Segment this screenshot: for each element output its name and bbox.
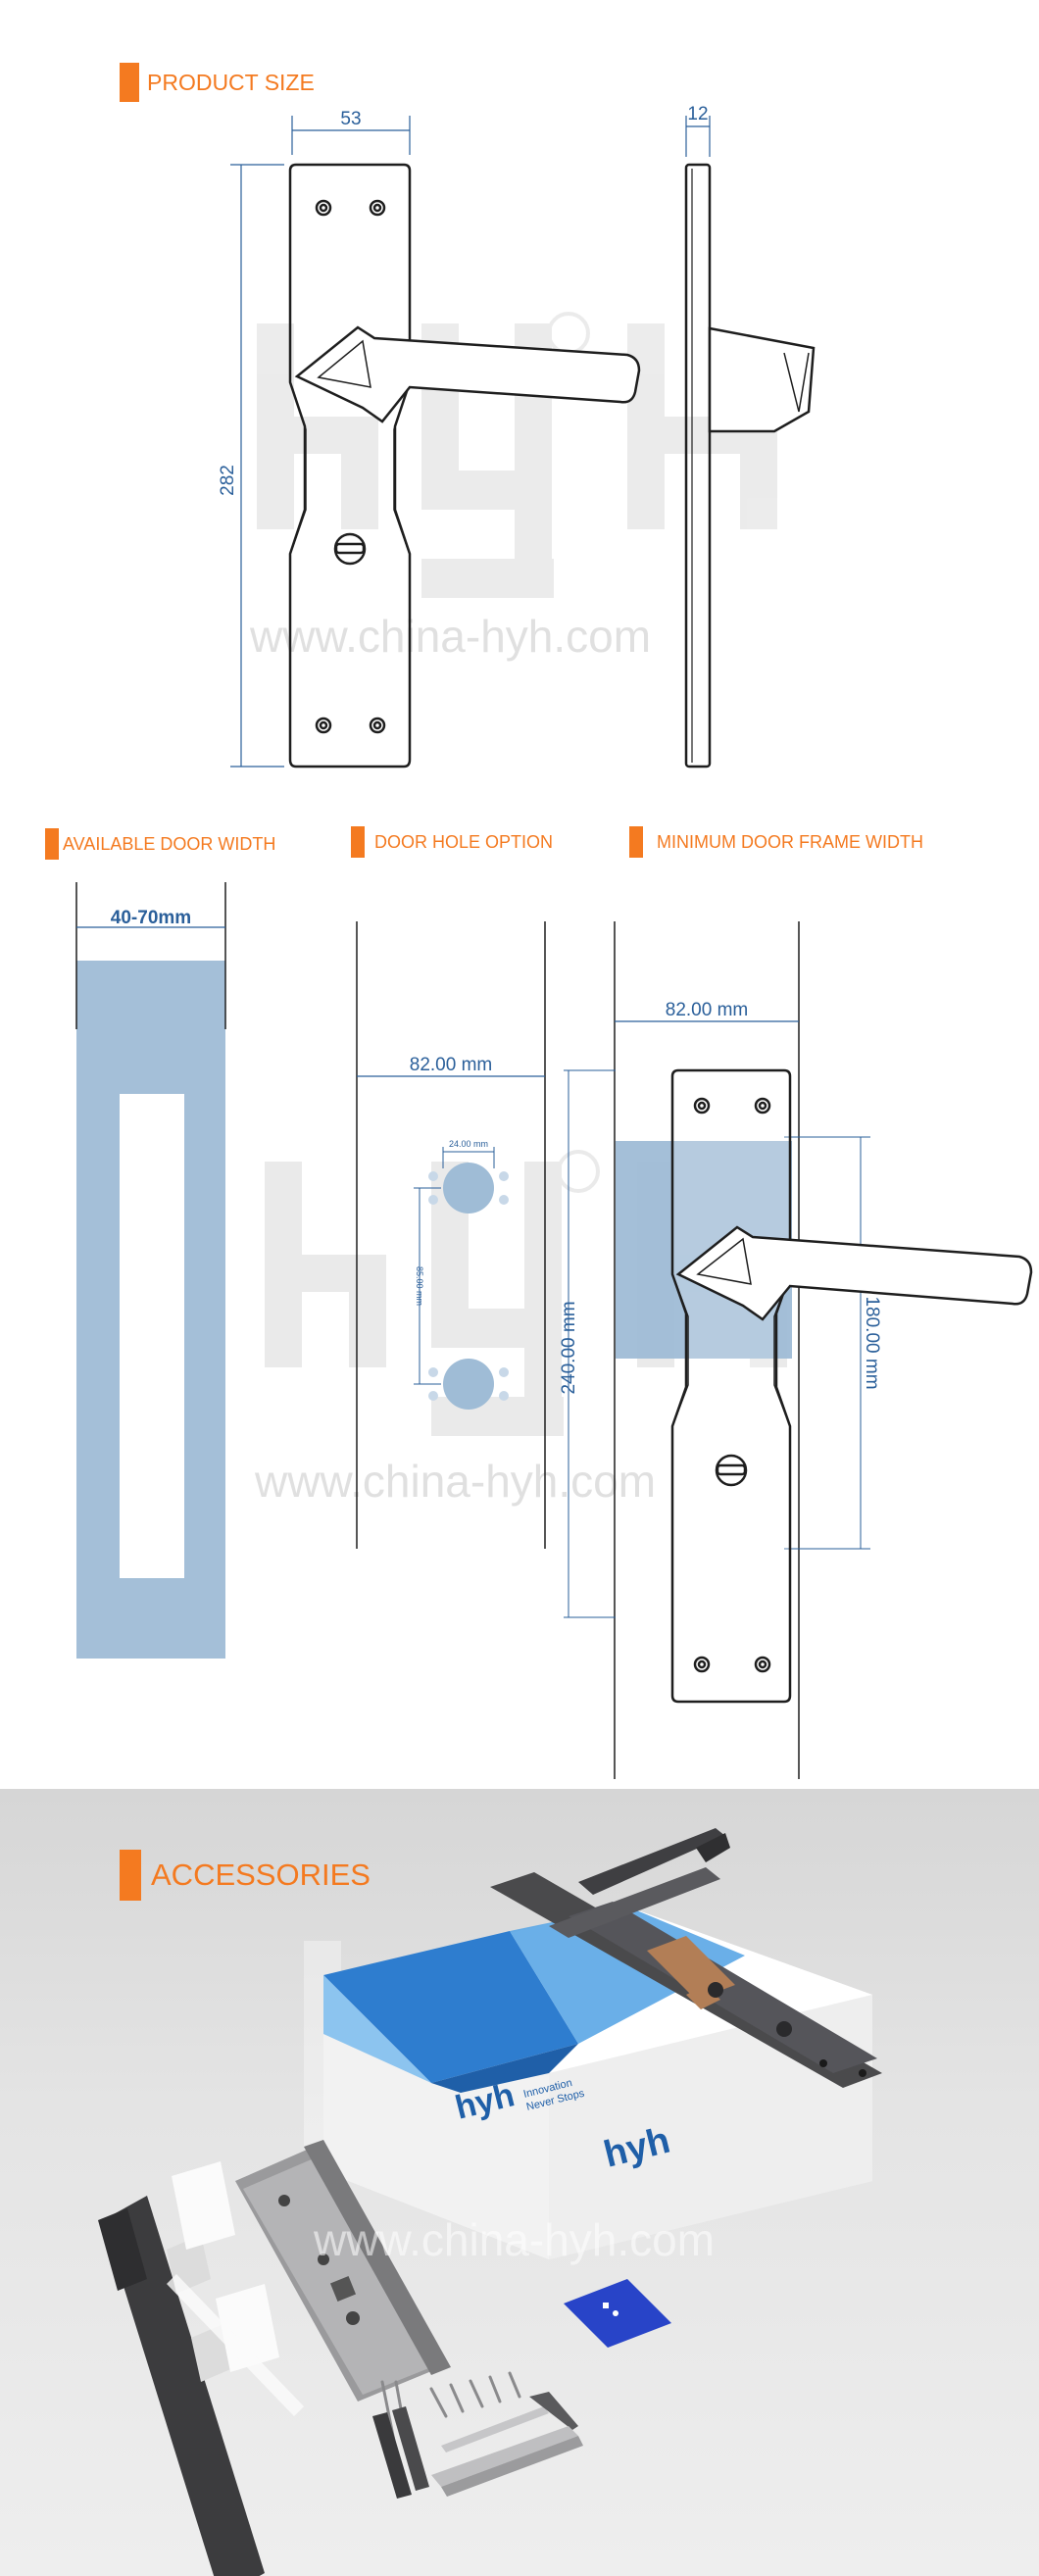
front-view bbox=[288, 163, 641, 768]
watermark-url: www.china-hyh.com bbox=[313, 2214, 715, 2265]
side-view bbox=[684, 163, 816, 768]
door-hole-diagram bbox=[356, 921, 546, 1549]
product-size-drawing: www.china-hyh.com 53 282 bbox=[218, 104, 816, 768]
frame-width-diagram bbox=[564, 921, 1033, 1779]
watermark-url: www.china-hyh.com bbox=[249, 611, 651, 662]
section-title-minimum-door-frame-width: MINIMUM DOOR FRAME WIDTH bbox=[629, 826, 923, 858]
front-dimensions bbox=[230, 116, 411, 768]
section-title-product-size: PRODUCT SIZE bbox=[120, 63, 315, 102]
dim-hole-total-height: 240.00 mm bbox=[559, 1301, 579, 1394]
side-dimensions bbox=[685, 116, 711, 157]
handle-set bbox=[490, 1828, 882, 2088]
door-specs-drawing: www.china-hyh.com 40-70mm 82.00 mm 24.00… bbox=[75, 882, 1033, 1779]
template-card bbox=[564, 2279, 671, 2348]
mortise-lock bbox=[235, 2140, 451, 2402]
spindles bbox=[372, 2406, 429, 2499]
watermark-url: www.china-hyh.com bbox=[254, 1456, 656, 1507]
section-marker bbox=[351, 826, 365, 858]
section-title-text: MINIMUM DOOR FRAME WIDTH bbox=[657, 831, 923, 852]
foam-pieces bbox=[167, 2161, 304, 2416]
dim-frame-handle-height: 180.00 mm bbox=[862, 1296, 882, 1389]
dim-hole-vertical-spacing: 85.00 mm bbox=[415, 1266, 424, 1306]
accessories-watermark: www.china-hyh.com bbox=[313, 2214, 715, 2265]
dim-plate-width: 53 bbox=[340, 109, 361, 129]
section-title-available-door-width: AVAILABLE DOOR WIDTH bbox=[45, 828, 275, 860]
door-width-diagram bbox=[75, 882, 226, 1659]
accessories-section: hyh Innovation Never Stops hyh bbox=[0, 1789, 1039, 2576]
dim-plate-thickness: 12 bbox=[687, 104, 708, 124]
allen-key-and-rods bbox=[431, 2392, 583, 2497]
section-title-text: DOOR HOLE OPTION bbox=[374, 831, 554, 852]
section-title-text: ACCESSORIES bbox=[151, 1858, 371, 1892]
section-title-text: AVAILABLE DOOR WIDTH bbox=[63, 833, 276, 854]
section-title-accessories: ACCESSORIES bbox=[120, 1850, 371, 1901]
section-marker bbox=[45, 828, 59, 860]
section-marker bbox=[120, 63, 139, 102]
section-title-door-hole-option: DOOR HOLE OPTION bbox=[351, 826, 553, 858]
dim-plate-height: 282 bbox=[218, 465, 238, 496]
dim-frame-width: 82.00 mm bbox=[666, 1000, 748, 1020]
dim-hole-diameter: 24.00 mm bbox=[449, 1139, 488, 1149]
product-box bbox=[323, 1907, 872, 2259]
section-marker bbox=[120, 1850, 141, 1901]
section-marker bbox=[629, 826, 643, 858]
section-title-text: PRODUCT SIZE bbox=[147, 69, 315, 95]
dim-door-width-range: 40-70mm bbox=[111, 908, 191, 928]
dim-hole-spacing-width: 82.00 mm bbox=[410, 1055, 492, 1075]
accessories-illustration: hyh Innovation Never Stops hyh bbox=[98, 1828, 882, 2576]
